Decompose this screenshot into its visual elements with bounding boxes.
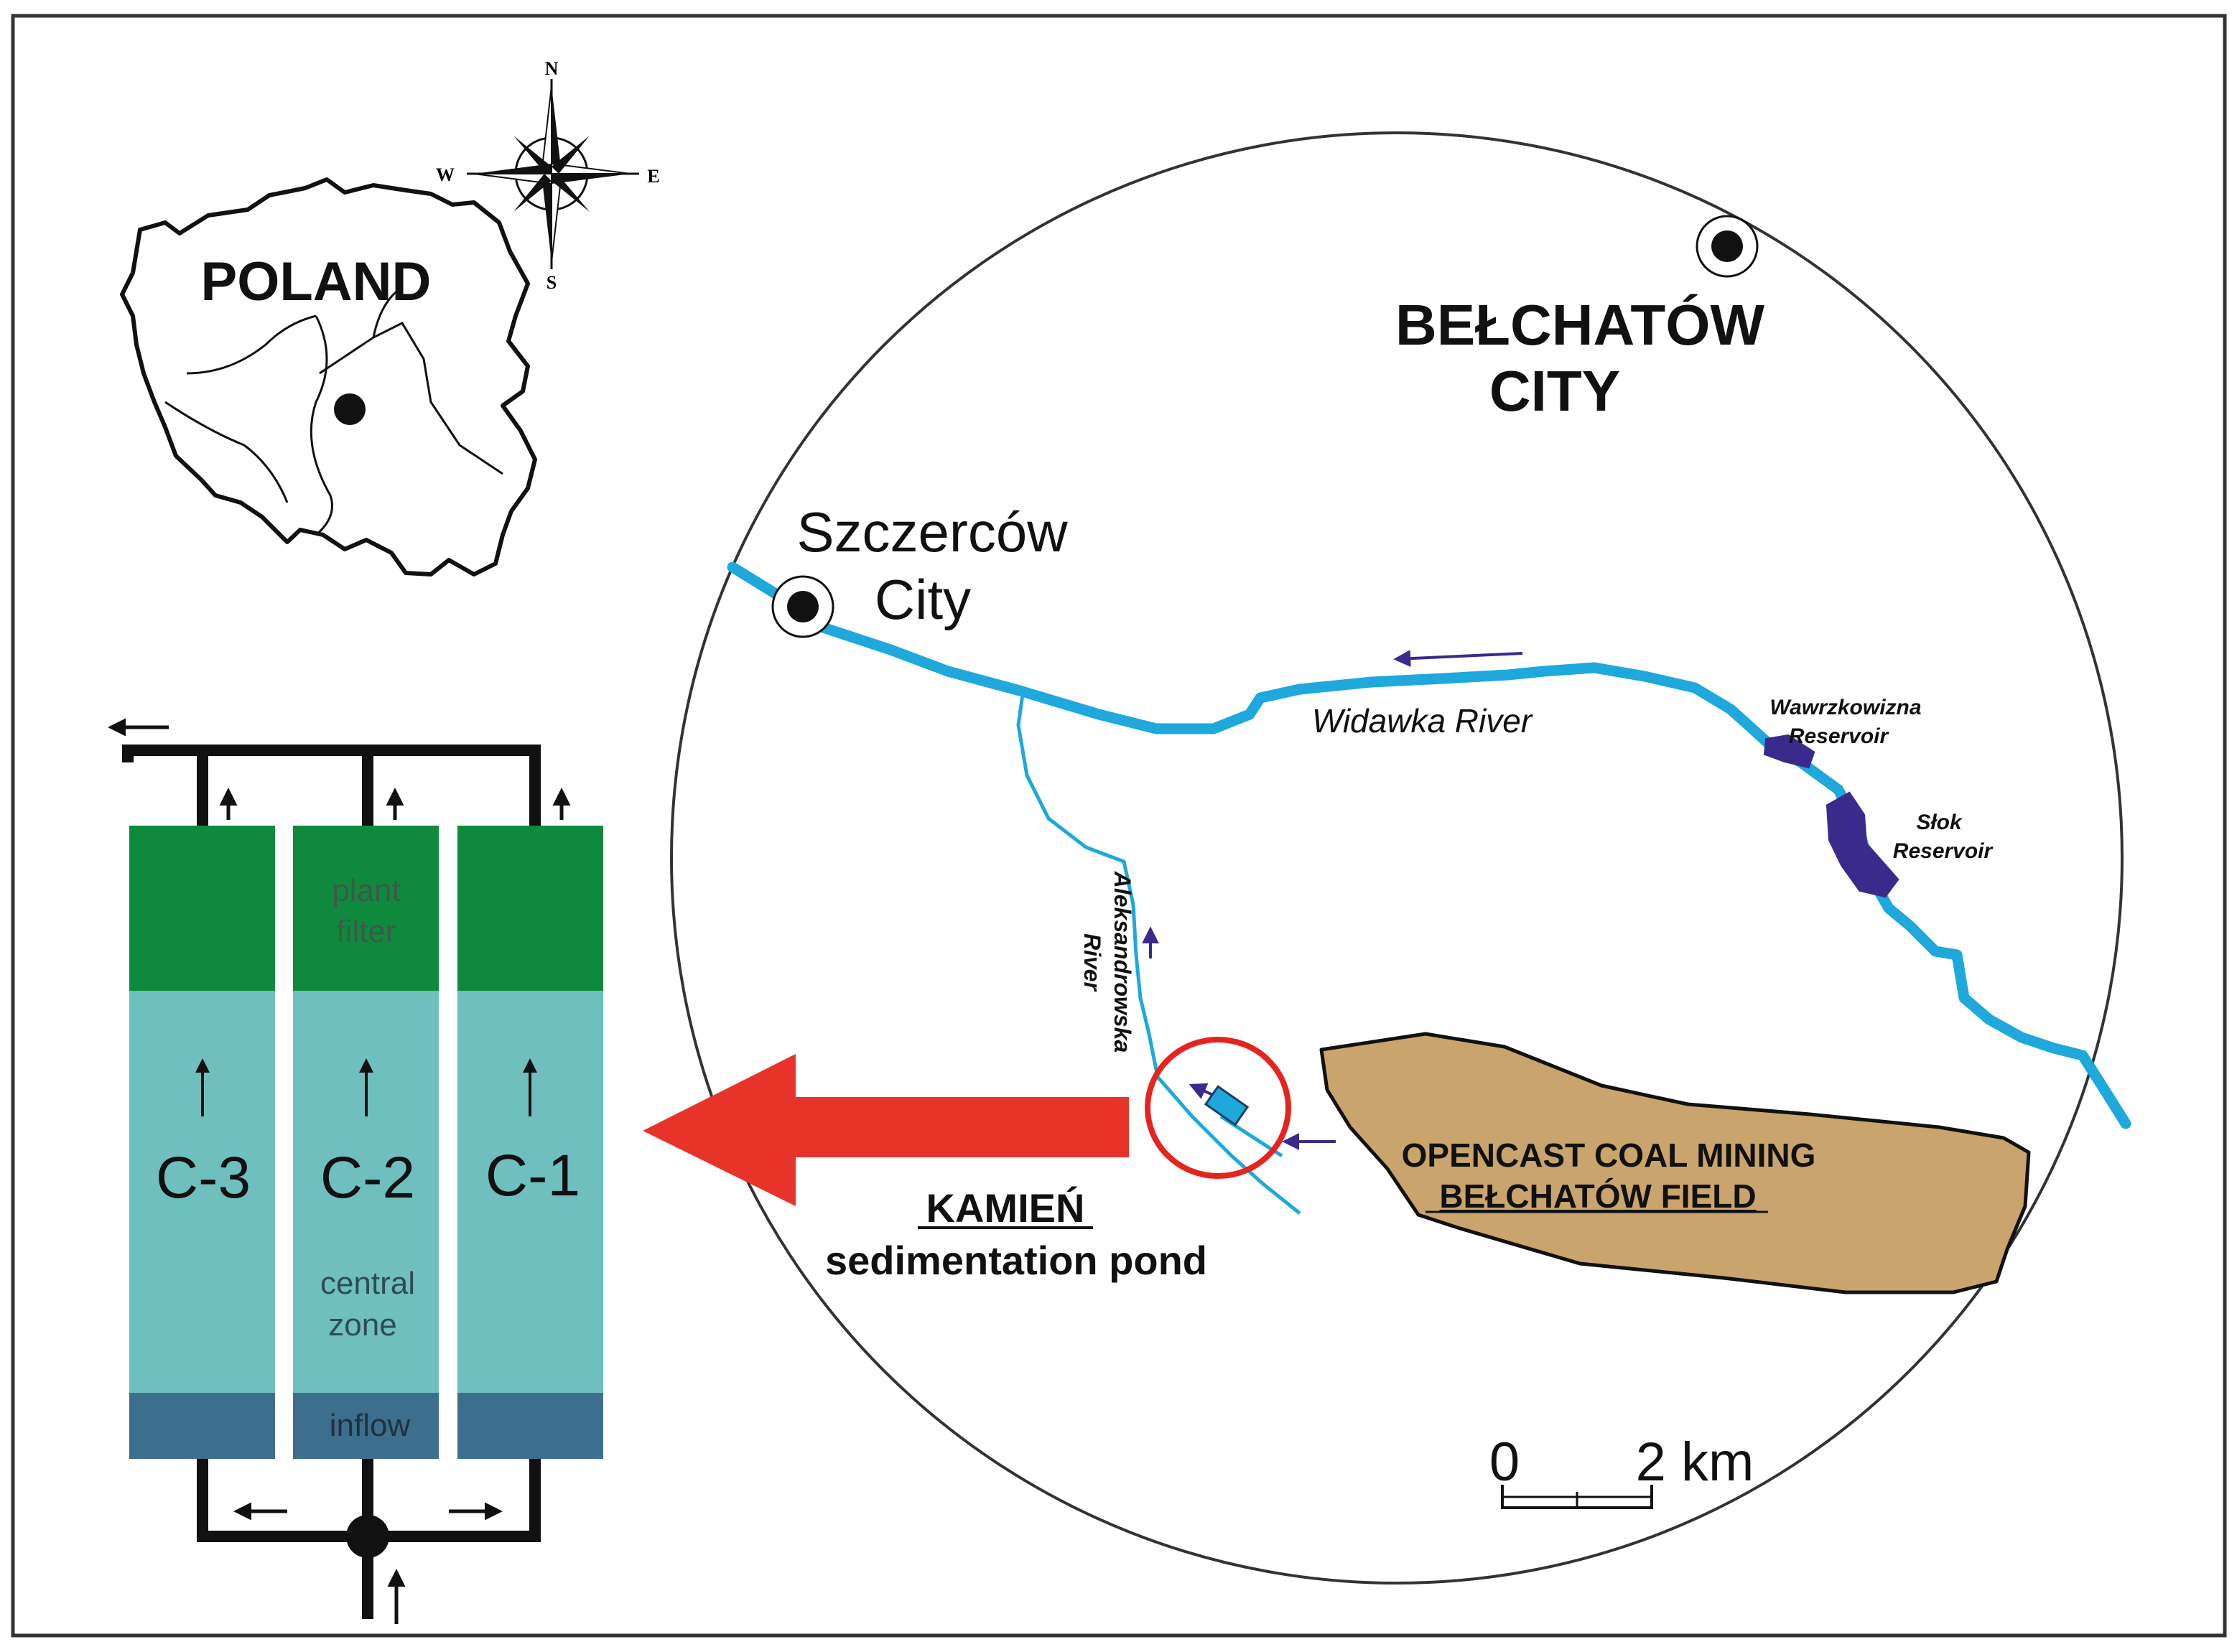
column-c3: C-3 (129, 826, 275, 1459)
pond-description-label: sedimentation pond (825, 1238, 1207, 1283)
compass-east-label: E (647, 166, 659, 187)
pond-name-label: KAMIEŃ (926, 1185, 1085, 1231)
aleksandrowska-label-line1: Aleksandrowska (1110, 871, 1135, 1053)
column-c1-label: C-1 (485, 1143, 580, 1208)
szczercow-label-line2: City (875, 568, 971, 631)
scale-max-label: 2 km (1636, 1432, 1754, 1493)
plant-filter-label-line2: filter (336, 914, 396, 949)
column-c2: plant filter C-2 central zone inflow (293, 826, 439, 1459)
pond-highlight-circle (1145, 1037, 1291, 1179)
central-zone-label-line1: central (320, 1266, 415, 1301)
compass-west-label: W (436, 164, 455, 185)
plant-filter-label-line1: plant (332, 873, 400, 908)
wawrzkowizna-label-line2: Reservoir (1789, 724, 1890, 748)
mine-label-line1: OPENCAST COAL MINING (1402, 1137, 1816, 1174)
mine-label-line2: BEŁCHATÓW FIELD (1439, 1177, 1756, 1215)
inflow-junction (346, 1515, 389, 1558)
belchatow-label-line2: CITY (1489, 359, 1620, 423)
widawka-river (727, 561, 2131, 1129)
slok-reservoir (1826, 791, 1899, 898)
sedimentation-pond (1204, 1085, 1250, 1126)
compass-rose: N S W E (436, 58, 660, 293)
study-area-circle (670, 131, 2124, 1585)
aleksandrowska-label-line2: River (1079, 933, 1105, 992)
outflow-pipe (122, 745, 541, 826)
column-c1: C-1 (457, 826, 603, 1459)
widawka-river-label: Widawka River (1312, 702, 1533, 739)
slok-label-line1: Słok (1916, 811, 1963, 834)
opencast-mine-area (1319, 1032, 2031, 1294)
scale-bar: 0 2 km (1489, 1432, 1754, 1509)
compass-north-label: N (545, 58, 559, 79)
column-c2-label: C-2 (320, 1145, 415, 1210)
aleksandrowska-river (1016, 689, 1301, 1215)
poland-inset-map: POLAND (120, 177, 537, 577)
poland-outline (120, 177, 537, 577)
wawrzkowizna-reservoir (1763, 734, 1815, 769)
location-marker (334, 393, 366, 425)
column-c3-label: C-3 (156, 1145, 251, 1210)
study-area-map: BEŁCHATÓW CITY Szczerców City Widawka Ri… (643, 131, 2131, 1585)
belchatow-city-marker (1696, 215, 1759, 278)
compass-south-label: S (547, 272, 557, 293)
belchatow-label-line1: BEŁCHATÓW (1395, 293, 1764, 357)
wawrzkowizna-label-line1: Wawrzkowizna (1769, 696, 1921, 719)
treatment-columns-diagram: C-3 plant filter C-2 central zone inflow… (108, 718, 603, 1624)
poland-label: POLAND (201, 251, 432, 312)
central-zone-label-line2: zone (328, 1307, 396, 1343)
inflow-label: inflow (330, 1408, 411, 1443)
pointer-arrow (643, 1054, 1129, 1206)
szczercow-city-marker (771, 575, 834, 638)
slok-label-line2: Reservoir (1893, 839, 1994, 863)
widawka-flow-arrow (1393, 650, 1523, 668)
scale-zero-label: 0 (1489, 1432, 1520, 1493)
szczercow-label-line1: Szczerców (796, 500, 1068, 564)
